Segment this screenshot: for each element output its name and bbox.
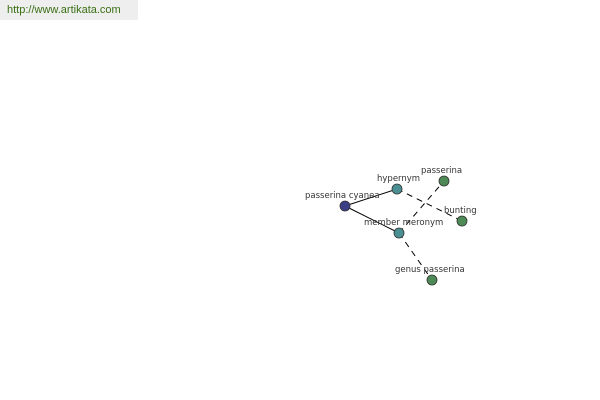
node-label-genus-passerina[interactable]: genus passerina [395,265,465,275]
edge-layer [344,180,463,281]
site-url-link[interactable]: http://www.artikata.com [7,4,121,16]
label-layer: passerina cyanea hypernym member meronym pa… [305,166,477,275]
node-layer [339,175,468,286]
node-hypernym[interactable] [391,183,403,195]
node-label-member-meronym[interactable]: member meronym [364,218,443,228]
edge-hypernym-to-bunting [396,188,463,222]
url-banner: http://www.artikata.com [0,0,138,20]
edge-member-meronym-to-passerina [398,180,445,234]
node-passerina-cyanea[interactable] [339,200,351,212]
edge-passerina-cyanea-to-hypernym [344,188,398,207]
node-label-bunting[interactable]: bunting [444,206,477,216]
node-passerina[interactable] [438,175,450,187]
node-genus-passerina[interactable] [426,274,438,286]
edge-passerina-cyanea-to-member-meronym [344,205,400,234]
node-label-passerina-cyanea[interactable]: passerina cyanea [305,191,380,201]
node-member-meronym[interactable] [393,227,405,239]
node-label-passerina[interactable]: passerina [421,166,462,176]
node-label-hypernym[interactable]: hypernym [377,174,420,184]
edge-member-meronym-to-genus-passerina [398,232,433,281]
node-bunting[interactable] [456,215,468,227]
